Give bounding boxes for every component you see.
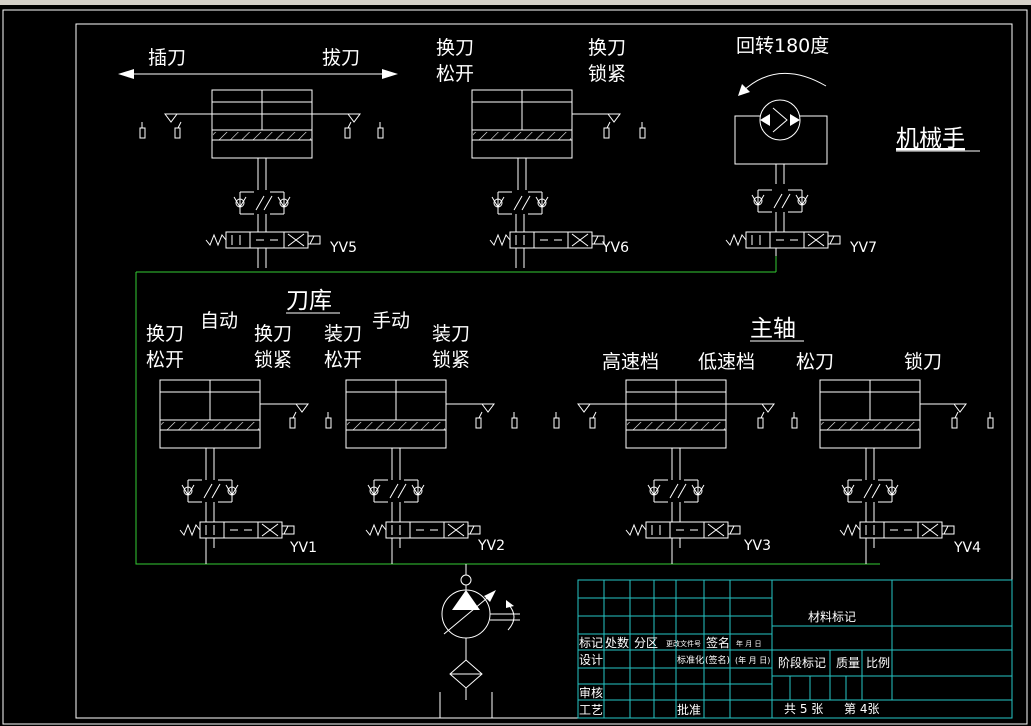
tb-design: 设计 — [579, 653, 603, 667]
tb-material-mark: 材料标记 — [808, 610, 856, 624]
label-manual: 手动 — [372, 310, 410, 332]
valve-yv6: YV6 — [601, 240, 629, 256]
label-mag-change-loosen-2: 松开 — [146, 349, 184, 371]
cylinder-magazine-load — [345, 379, 518, 564]
cylinder-arm — [471, 89, 646, 268]
label-pull: 拔刀 — [322, 47, 360, 69]
label-arm-loosen-2: 松开 — [436, 63, 474, 85]
window-top-strip — [0, 0, 1031, 5]
tb-zone: 分区 — [634, 636, 658, 650]
tb-sign: 签名 — [706, 635, 730, 650]
cylinder-spindle-tool — [819, 379, 994, 564]
cylinder-magazine-change — [159, 379, 332, 564]
rotary-actuator — [725, 73, 841, 272]
tb-mark: 标记 — [579, 636, 603, 650]
valve-yv1: YV1 — [289, 540, 317, 556]
tb-sheet-no: 第 4张 — [844, 702, 879, 716]
tb-count: 处数 — [605, 635, 629, 650]
label-spindle: 主轴 — [750, 316, 796, 342]
label-insert: 插刀 — [148, 47, 186, 69]
tb-doc-no: 更改文件号 — [666, 639, 701, 648]
label-low-gear: 低速档 — [698, 351, 755, 373]
label-arm-lock-2: 锁紧 — [588, 63, 626, 85]
cylinder-spindle-gear — [553, 379, 798, 564]
cylinder-insert-pull — [139, 89, 384, 268]
inner-frame — [75, 23, 1013, 719]
label-arm-loosen-1: 换刀 — [436, 37, 474, 59]
label-tool-lock: 锁刀 — [904, 351, 942, 373]
title-block — [577, 579, 1013, 719]
label-mag-load-lock-1: 装刀 — [432, 323, 470, 345]
tb-date: 年 月 日 — [736, 639, 761, 648]
valve-yv3: YV3 — [743, 538, 771, 554]
label-manipulator: 机械手 — [896, 126, 965, 152]
valve-yv7: YV7 — [849, 240, 877, 256]
label-mag-change-loosen-1: 换刀 — [146, 323, 184, 345]
hydraulic-pump — [439, 564, 520, 718]
tb-process: 工艺 — [579, 703, 603, 717]
tb-review: 审核 — [579, 685, 603, 700]
label-tool-loosen: 松刀 — [796, 351, 834, 373]
valve-yv5: YV5 — [329, 240, 357, 256]
label-magazine: 刀库 — [286, 288, 332, 314]
valve-yv2: YV2 — [477, 538, 505, 554]
label-mag-load-loosen-2: 松开 — [324, 349, 362, 371]
tb-weight: 质量 — [836, 656, 860, 670]
tb-date2: (年 月 日) — [735, 655, 770, 665]
label-arm-lock-1: 换刀 — [588, 37, 626, 59]
outer-frame — [2, 9, 1028, 725]
label-mag-load-loosen-1: 装刀 — [324, 323, 362, 345]
tb-stage-mark: 阶段标记 — [778, 655, 826, 670]
tb-ratio: 比例 — [866, 656, 890, 670]
pressure-pipe — [135, 256, 880, 565]
insert-pull-arrow — [118, 69, 398, 79]
tb-sign2: (签名) — [705, 654, 730, 666]
tb-total-sheets: 共 5 张 — [784, 702, 823, 716]
label-mag-change-lock-1: 换刀 — [254, 323, 292, 345]
label-mag-change-lock-2: 锁紧 — [254, 349, 292, 371]
label-high-gear: 高速档 — [602, 351, 659, 373]
tb-standardize: 标准化 — [677, 654, 704, 666]
label-auto: 自动 — [200, 310, 238, 332]
title-block-text: 材料标记 标记 处数 分区 更改文件号 签名 年 月 日 设计 标准化 (签名)… — [579, 610, 890, 717]
valve-yv4: YV4 — [953, 540, 981, 556]
label-rotate: 回转180度 — [736, 35, 829, 57]
label-mag-load-lock-2: 锁紧 — [432, 349, 470, 371]
tb-approve: 批准 — [677, 702, 701, 717]
